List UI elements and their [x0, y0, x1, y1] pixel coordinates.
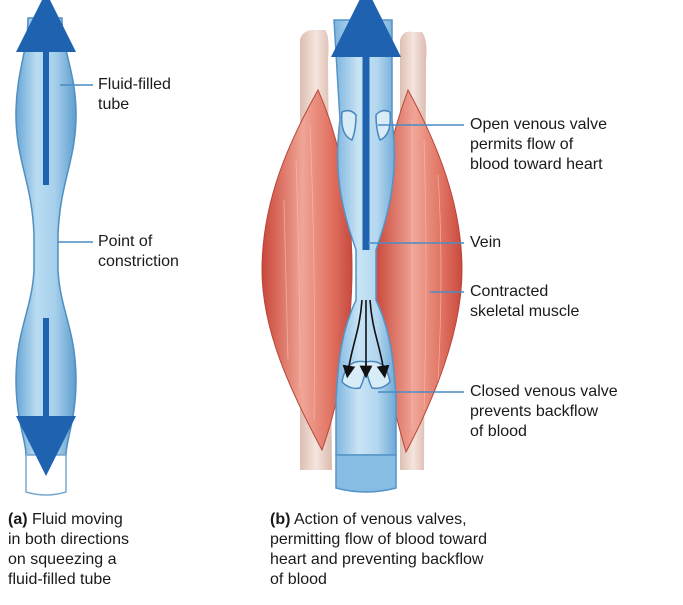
label-line: Point of — [98, 232, 179, 252]
caption-tag: (a) — [8, 511, 28, 528]
caption-line: of blood — [270, 570, 487, 590]
caption-tag: (b) — [270, 511, 290, 528]
label-point-of-constriction: Point of constriction — [98, 232, 179, 272]
caption-line: (a) Fluid moving — [8, 510, 129, 530]
caption-line: on squeezing a — [8, 550, 129, 570]
panel-b-vein-illustration — [232, 5, 468, 492]
caption-line: (b) Action of venous valves, — [270, 510, 487, 530]
panel-a-tube-illustration — [16, 18, 93, 495]
caption-text: Fluid moving — [32, 511, 123, 528]
label-line: Open venous valve — [470, 115, 607, 135]
caption-panel-b: (b) Action of venous valves, permitting … — [270, 510, 487, 590]
label-line: Closed venous valve — [470, 382, 618, 402]
label-line: prevents backflow — [470, 402, 618, 422]
label-line: tube — [98, 95, 171, 115]
vein-open-end — [336, 455, 396, 492]
label-line: Fluid-filled — [98, 75, 171, 95]
label-line: constriction — [98, 252, 179, 272]
label-closed-venous-valve: Closed venous valve prevents backflow of… — [470, 382, 618, 442]
label-line: blood toward heart — [470, 155, 607, 175]
caption-panel-a: (a) Fluid moving in both directions on s… — [8, 510, 129, 590]
label-line: of blood — [470, 422, 618, 442]
label-vein: Vein — [470, 233, 501, 253]
label-open-venous-valve: Open venous valve permits flow of blood … — [470, 115, 607, 175]
caption-line: permitting flow of blood toward — [270, 530, 487, 550]
label-line: skeletal muscle — [470, 302, 579, 322]
caption-line: fluid-filled tube — [8, 570, 129, 590]
label-contracted-skeletal-muscle: Contracted skeletal muscle — [470, 282, 579, 322]
caption-line: in both directions — [8, 530, 129, 550]
label-fluid-filled-tube: Fluid-filled tube — [98, 75, 171, 115]
label-line: Vein — [470, 233, 501, 253]
label-line: permits flow of — [470, 135, 607, 155]
label-line: Contracted — [470, 282, 579, 302]
tube-open-end — [26, 455, 66, 495]
caption-line: heart and preventing backflow — [270, 550, 487, 570]
caption-text: Action of venous valves, — [294, 511, 467, 528]
